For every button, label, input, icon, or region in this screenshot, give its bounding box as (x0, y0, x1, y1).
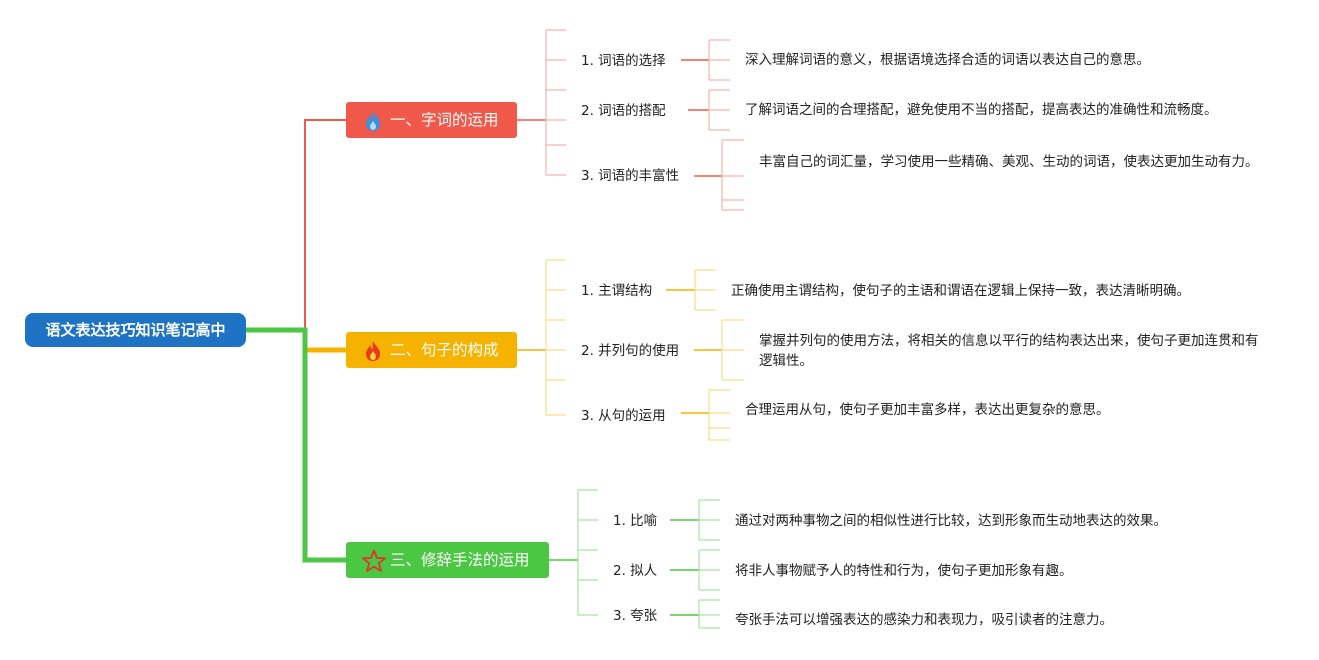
detail-clauses: 合理运用从句，使句子更加丰富多样，表达出更复杂的意思。 (745, 402, 1110, 418)
connector-root-branch3 (246, 327, 346, 563)
subtopic-word-richness[interactable]: 3. 词语的丰富性 (581, 168, 680, 184)
subtopic-clauses[interactable]: 3. 从句的运用 (581, 408, 666, 424)
subtopic-subject-predicate[interactable]: 1. 主谓结构 (581, 283, 653, 299)
detail-word-richness: 丰富自己的词汇量，学习使用一些精确、美观、生动的词语，使表达更加生动有力。 (759, 154, 1259, 170)
branch-label: 三、修辞手法的运用 (390, 551, 530, 569)
branch-label: 二、句子的构成 (390, 341, 499, 359)
flame-red-icon (362, 339, 384, 361)
subtopic-hyperbole[interactable]: 3. 夸张 (613, 608, 658, 624)
flame-blue-icon (362, 109, 384, 131)
subtopic-metaphor[interactable]: 1. 比喻 (613, 513, 658, 529)
subtopic-personification[interactable]: 2. 拟人 (613, 563, 658, 579)
branch2-connectors (517, 259, 744, 441)
detail-hyperbole: 夸张手法可以增强表达的感染力和表现力，吸引读者的注意力。 (735, 612, 1113, 628)
detail-word-choice: 深入理解词语的意义，根据语境选择合适的词语以表达自己的意思。 (745, 52, 1150, 68)
branch3-connectors (549, 489, 720, 629)
detail-parallel-sentences: 掌握并列句的使用方法，将相关的信息以平行的结构表达出来，使句子更加连贯和有逻辑性… (759, 333, 1259, 369)
branch-node-sentence-structure[interactable]: 二、句子的构成 (346, 332, 517, 368)
subtopic-word-choice[interactable]: 1. 词语的选择 (581, 53, 666, 69)
root-node[interactable]: 语文表达技巧知识笔记高中 (25, 313, 246, 347)
branch-label: 一、字词的运用 (390, 111, 499, 129)
branch-node-rhetoric[interactable]: 三、修辞手法的运用 (346, 542, 549, 578)
detail-word-collocation: 了解词语之间的合理搭配，避免使用不当的搭配，提高表达的准确性和流畅度。 (745, 102, 1218, 118)
detail-subject-predicate: 正确使用主谓结构，使句子的主语和谓语在逻辑上保持一致，表达清晰明确。 (731, 283, 1190, 299)
connector-root-branch2 (246, 327, 346, 353)
branch1-connectors (517, 29, 744, 211)
branch-node-word-usage[interactable]: 一、字词的运用 (346, 102, 517, 138)
star-outline-icon (362, 549, 386, 572)
detail-personification: 将非人事物赋予人的特性和行为，使句子更加形象有趣。 (735, 563, 1073, 579)
subtopic-parallel-sentences[interactable]: 2. 并列句的使用 (581, 343, 680, 359)
subtopic-word-collocation[interactable]: 2. 词语的搭配 (581, 103, 666, 119)
connector-root-branch1 (246, 119, 346, 331)
detail-metaphor: 通过对两种事物之间的相似性进行比较，达到形象而生动地表达的效果。 (735, 513, 1167, 529)
